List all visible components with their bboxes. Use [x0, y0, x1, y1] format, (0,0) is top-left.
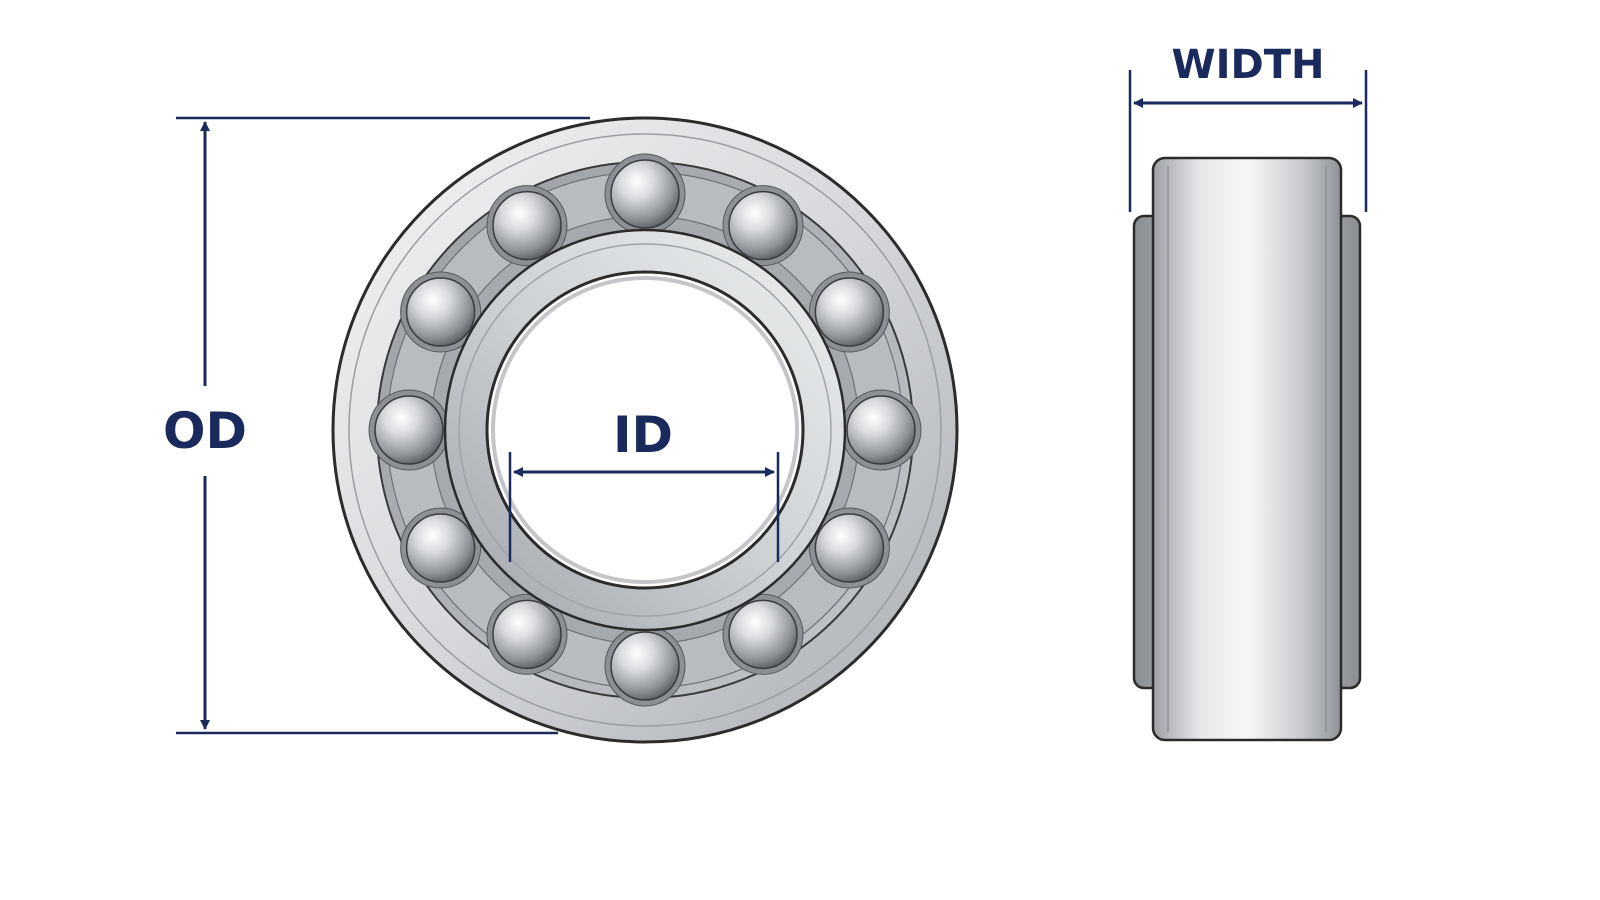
bearing-ball — [374, 395, 444, 465]
bore-edge — [491, 276, 799, 584]
bearing-ball — [492, 190, 562, 261]
outer-ring-chamfer — [348, 133, 942, 727]
bearing-ball — [728, 190, 798, 261]
od-label: OD — [163, 402, 247, 460]
bearing-ball — [814, 277, 885, 347]
bearing-ball — [610, 631, 680, 701]
id-label: ID — [613, 406, 673, 464]
bearing-front-view — [331, 116, 959, 744]
bearing-ball — [814, 513, 885, 583]
side-outer-ring — [1151, 156, 1343, 742]
width-dimension: WIDTH — [1128, 42, 1368, 212]
inner-ring-chamfer — [458, 243, 832, 617]
bore — [485, 270, 805, 590]
width-label: WIDTH — [1172, 42, 1325, 88]
bearing-ball — [405, 277, 476, 347]
bearing-ball — [492, 599, 562, 670]
bearing-ball — [846, 395, 916, 465]
bearing-ball — [405, 513, 476, 583]
id-dimension: ID — [508, 406, 780, 562]
bearing-ball — [728, 599, 798, 670]
bearing-ball — [610, 159, 680, 229]
ball-set — [368, 153, 922, 707]
bearing-side-view — [1132, 156, 1362, 742]
od-dimension: OD — [163, 116, 590, 735]
